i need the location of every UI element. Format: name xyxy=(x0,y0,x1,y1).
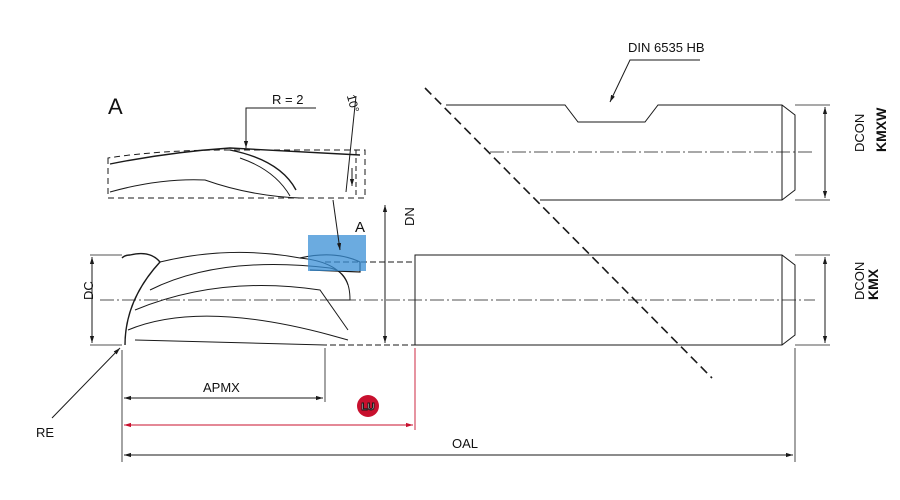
din-leader xyxy=(609,59,700,103)
re-leader xyxy=(51,347,121,419)
radius-leader xyxy=(243,107,316,148)
kmxw-label: KMXW xyxy=(873,107,889,152)
dc-label: DC xyxy=(81,281,96,300)
dcon-label: DCON xyxy=(852,262,867,300)
detail-flute-inner xyxy=(239,157,291,197)
angle-label: 10° xyxy=(344,93,362,114)
shank-dcon-label: DCON xyxy=(852,114,867,152)
apmx-label: APMX xyxy=(203,380,240,395)
flute-2 xyxy=(149,263,351,301)
head-bottom xyxy=(134,339,326,346)
detail-marker-label: A xyxy=(355,219,365,236)
detail-view-a: A R = 2 10° xyxy=(107,92,366,199)
kmx-label: KMX xyxy=(865,268,881,300)
detail-flute-edge xyxy=(229,149,297,191)
detail-flute-lower xyxy=(109,179,301,199)
shank-view: DIN 6535 HB DCON KMXW xyxy=(446,40,889,201)
radius-label: R = 2 xyxy=(272,92,303,107)
detail-highlight-box xyxy=(308,235,366,271)
head-front xyxy=(121,252,161,346)
dn-label: DN xyxy=(402,207,417,226)
section-cut-line xyxy=(424,87,713,379)
neck xyxy=(325,261,416,346)
flute-3 xyxy=(134,285,349,331)
oal-label: OAL xyxy=(452,436,478,451)
detail-pointer xyxy=(332,199,342,251)
re-label: RE xyxy=(36,425,54,440)
din-label: DIN 6535 HB xyxy=(628,40,705,55)
detail-edge-top xyxy=(109,147,361,165)
lu-badge xyxy=(357,395,379,417)
detail-view-letter: A xyxy=(108,94,123,119)
detail-outline xyxy=(107,149,366,199)
main-view: A DC DN DCON KMX APMX LU OAL RE xyxy=(36,199,881,462)
lu-label: LU xyxy=(361,402,374,413)
shank-outline xyxy=(446,104,796,201)
flute-4 xyxy=(127,315,349,341)
angle-line xyxy=(345,95,357,193)
